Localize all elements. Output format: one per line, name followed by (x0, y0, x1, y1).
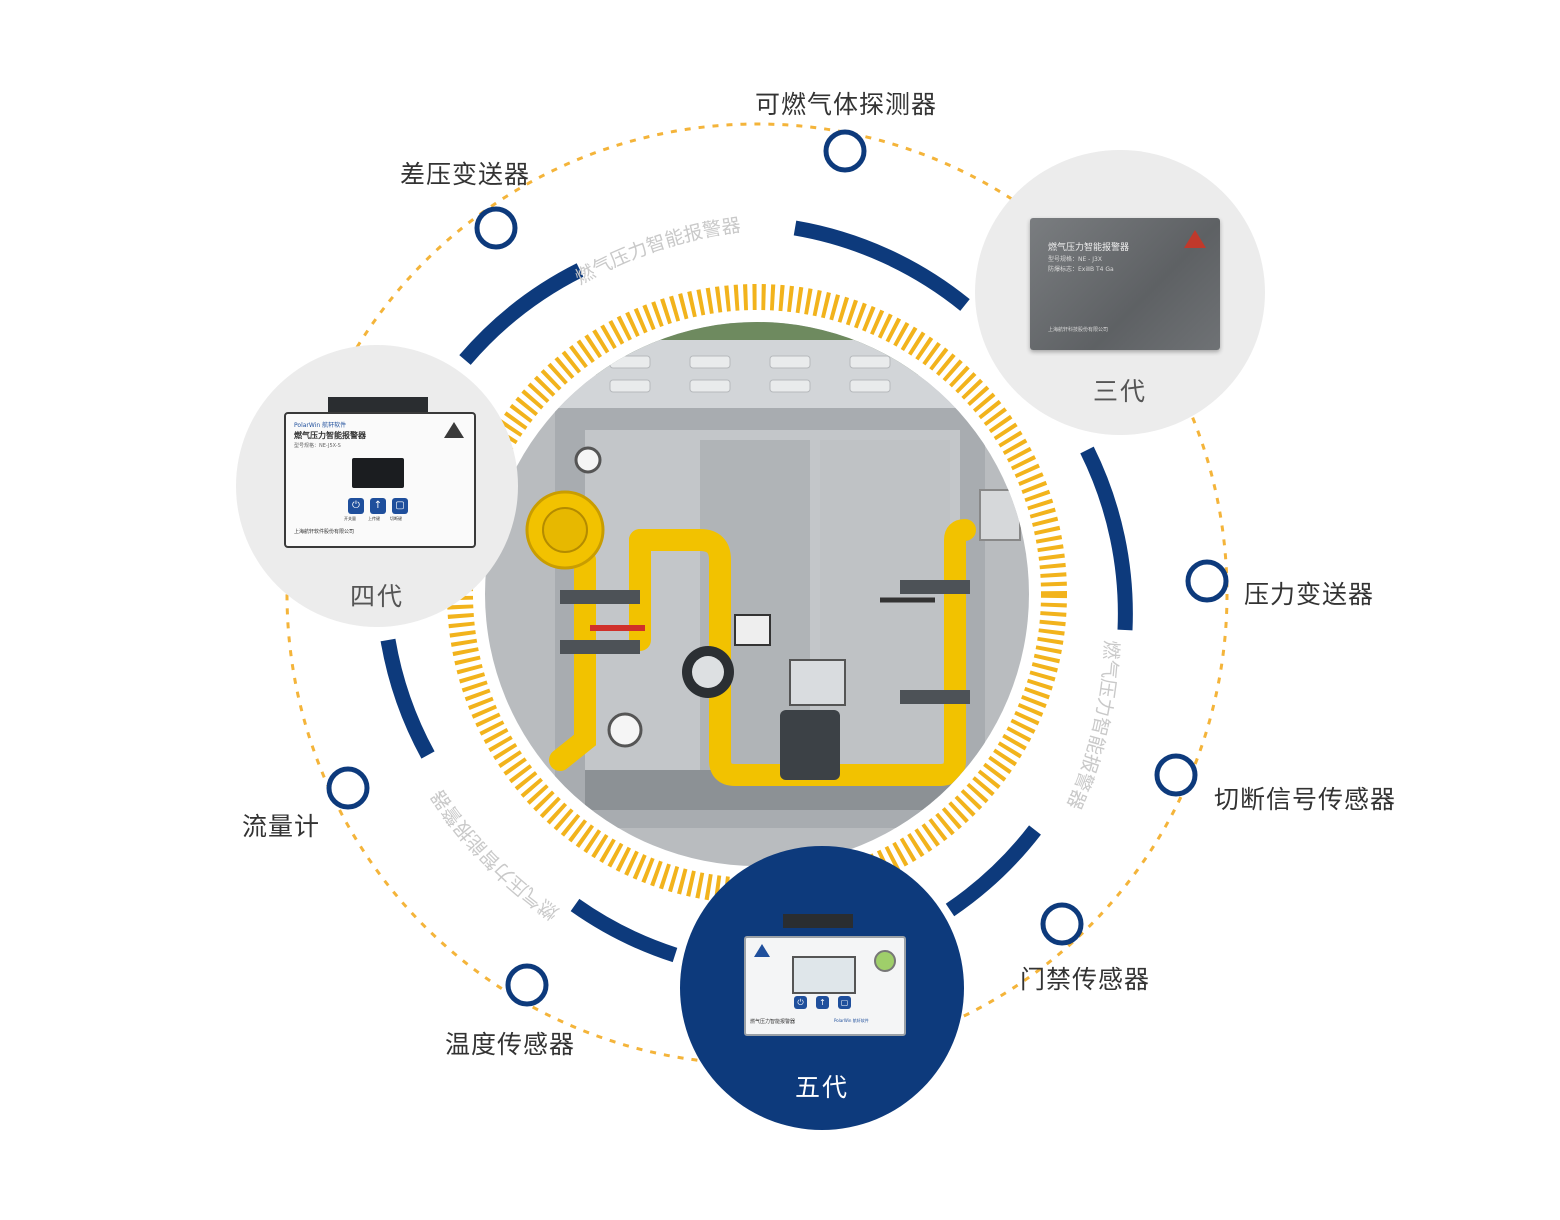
navy-arc-lowright (945, 825, 1041, 917)
gen3-device-explosion: 防爆标志：ExiⅡB T4 Ga (1048, 266, 1114, 273)
node-markers (326, 129, 1229, 1007)
hollow-circle-icon (505, 963, 549, 1007)
gen5-device: ⏻ ↑ ▢ 燃气压力智能报警器 PolarWin 航轩软件 (744, 936, 906, 1036)
gen5-device-brand: PolarWin 航轩软件 (834, 1018, 869, 1023)
navy-arc-topleft (459, 263, 584, 365)
gen4-screen (352, 458, 404, 488)
gen5-device-title: 燃气压力智能报警器 (750, 1019, 796, 1025)
gen4-button-label-1: 开关量 (344, 516, 356, 521)
ring-text-left: 燃气压力智能报警器 (427, 786, 563, 924)
label-temperature-sensor: 温度传感器 (445, 1030, 576, 1059)
yellow-tick-ring (447, 284, 1067, 904)
gen5-button-cutoff[interactable]: ▢ (838, 996, 851, 1009)
gen4-device-brand: PolarWin 航轩软件 (294, 422, 347, 429)
gen3-device-title: 燃气压力智能报警器 (1048, 243, 1130, 253)
label-door-sensor: 门禁传感器 (1020, 965, 1151, 994)
navy-ring-segments (380, 220, 1133, 963)
navy-arc-top (793, 220, 970, 311)
hollow-circle-icon (474, 206, 518, 250)
outer-dashed-ring (285, 122, 1229, 1066)
triangle-badge-icon (1184, 230, 1206, 248)
label-combustible-gas-detector: 可燃气体探测器 (755, 90, 938, 119)
gen4-button-label-2: 上传键 (368, 516, 380, 521)
gen4-button-upload[interactable]: ↑ (370, 498, 386, 514)
gen4-button-switch[interactable]: ⏻ (348, 498, 364, 514)
navy-arc-right (1080, 446, 1133, 631)
hollow-circle-icon (326, 766, 370, 810)
hollow-circle-icon (1185, 559, 1229, 603)
navy-arc-left (380, 638, 435, 759)
ring-text-right: 燃气压力智能报警器 (1062, 640, 1122, 813)
gen3-device-model: 型号规格：NE - J3X (1048, 256, 1102, 263)
navy-arc-bottom (570, 898, 678, 963)
gen5-mount-bracket (783, 914, 853, 928)
hollow-circle-icon (1040, 902, 1084, 946)
gen4-label: 四代 (349, 582, 404, 611)
gen4-device: PolarWin 航轩软件 燃气压力智能报警器 型号规格：NE-J5X-S ⏻ … (284, 412, 476, 548)
label-diff-pressure-transmitter: 差压变送器 (400, 160, 531, 189)
gen5-indicator-light (874, 950, 896, 972)
label-flow-meter: 流量计 (242, 812, 321, 841)
gen4-device-model: 型号规格：NE-J5X-S (294, 443, 341, 449)
gen5-screen (792, 956, 856, 994)
gen4-button-label-3: 切断键 (390, 516, 402, 521)
gen3-label: 三代 (1092, 377, 1147, 406)
cabinet-photo (485, 322, 1029, 866)
hollow-circle-icon (823, 129, 867, 173)
label-pressure-transmitter: 压力变送器 (1244, 580, 1375, 609)
gen5-label: 五代 (794, 1073, 849, 1102)
hollow-circle-icon (1154, 753, 1198, 797)
gen3-device: 燃气压力智能报警器 型号规格：NE - J3X 防爆标志：ExiⅡB T4 Ga… (1030, 218, 1220, 350)
gen4-device-title: 燃气压力智能报警器 (294, 431, 366, 440)
gen4-button-cutoff[interactable]: ▢ (392, 498, 408, 514)
gen5-button-switch[interactable]: ⏻ (794, 996, 807, 1009)
triangle-badge-icon (444, 422, 464, 438)
gen4-device-company: 上海航轩软件股份有限公司 (294, 529, 355, 535)
gen5-button-upload[interactable]: ↑ (816, 996, 829, 1009)
label-shutoff-signal-sensor: 切断信号传感器 (1214, 785, 1397, 814)
triangle-badge-icon (754, 944, 770, 957)
ring-text-top: 燃气压力智能报警器 (572, 214, 742, 289)
gen5-circle: ⏻ ↑ ▢ 燃气压力智能报警器 PolarWin 航轩软件 五代 (680, 846, 964, 1130)
gen3-device-company: 上海航轩科技股份有限公司 (1048, 327, 1109, 333)
gen3-circle: 燃气压力智能报警器 型号规格：NE - J3X 防爆标志：ExiⅡB T4 Ga… (975, 150, 1265, 435)
gen4-circle: PolarWin 航轩软件 燃气压力智能报警器 型号规格：NE-J5X-S ⏻ … (236, 345, 518, 627)
